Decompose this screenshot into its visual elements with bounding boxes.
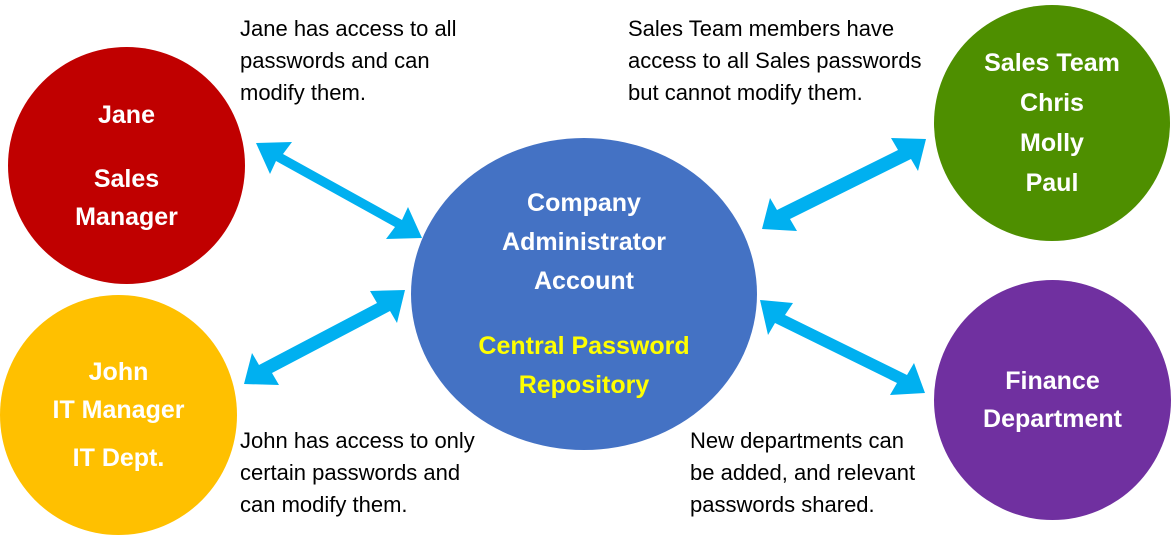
sales-member-molly: Molly	[1020, 129, 1084, 157]
note-line: passwords shared.	[690, 492, 875, 517]
sales-member-chris: Chris	[1020, 89, 1084, 117]
note-line: but cannot modify them.	[628, 80, 863, 105]
note-line: can modify them.	[240, 492, 408, 517]
note-line: modify them.	[240, 80, 366, 105]
arrow-finance-center	[760, 300, 925, 395]
sales-team-title: Sales Team	[984, 49, 1120, 77]
note-line: be added, and relevant	[690, 460, 916, 485]
note-line: Sales Team members have	[628, 16, 895, 41]
note-line: New departments can	[690, 428, 904, 453]
sales-member-paul: Paul	[1025, 169, 1079, 197]
central-repository-node: Company Administrator Account Central Pa…	[411, 138, 757, 450]
sales-access-note: Sales Team members have access to all Sa…	[628, 13, 921, 109]
note-line: passwords and can	[240, 48, 430, 73]
arrow-jane-center	[256, 142, 422, 239]
john-access-note: John has access to only certain password…	[240, 425, 475, 521]
john-node: John IT Manager IT Dept.	[0, 295, 237, 535]
jane-name: Jane	[98, 100, 155, 129]
center-line-2: Administrator	[502, 227, 666, 256]
jane-node: Jane Sales Manager	[8, 47, 245, 284]
john-role: IT Manager	[52, 396, 185, 424]
note-line: certain passwords and	[240, 460, 461, 485]
sales-team-node: Sales Team Chris Molly Paul	[934, 5, 1170, 241]
repository-line-1: Central Password	[478, 331, 690, 360]
note-line: Jane has access to all	[240, 16, 457, 41]
jane-role-line-1: Sales	[93, 164, 160, 193]
john-department: IT Dept.	[72, 444, 165, 472]
finance-access-note: New departments can be added, and releva…	[690, 425, 915, 521]
center-line-1: Company	[527, 188, 641, 217]
jane-role-line-2: Manager	[75, 202, 178, 231]
repository-line-2: Repository	[518, 370, 650, 399]
john-name: John	[88, 358, 149, 386]
arrow-john-center	[244, 290, 405, 385]
finance-department-node: Finance Department	[934, 280, 1171, 520]
arrow-sales-center	[762, 138, 926, 231]
note-line: John has access to only	[240, 428, 475, 453]
finance-line-2: Department	[983, 405, 1122, 433]
jane-access-note: Jane has access to all passwords and can…	[240, 13, 456, 109]
finance-line-1: Finance	[1005, 367, 1100, 395]
note-line: access to all Sales passwords	[628, 48, 922, 73]
center-line-3: Account	[534, 266, 634, 295]
